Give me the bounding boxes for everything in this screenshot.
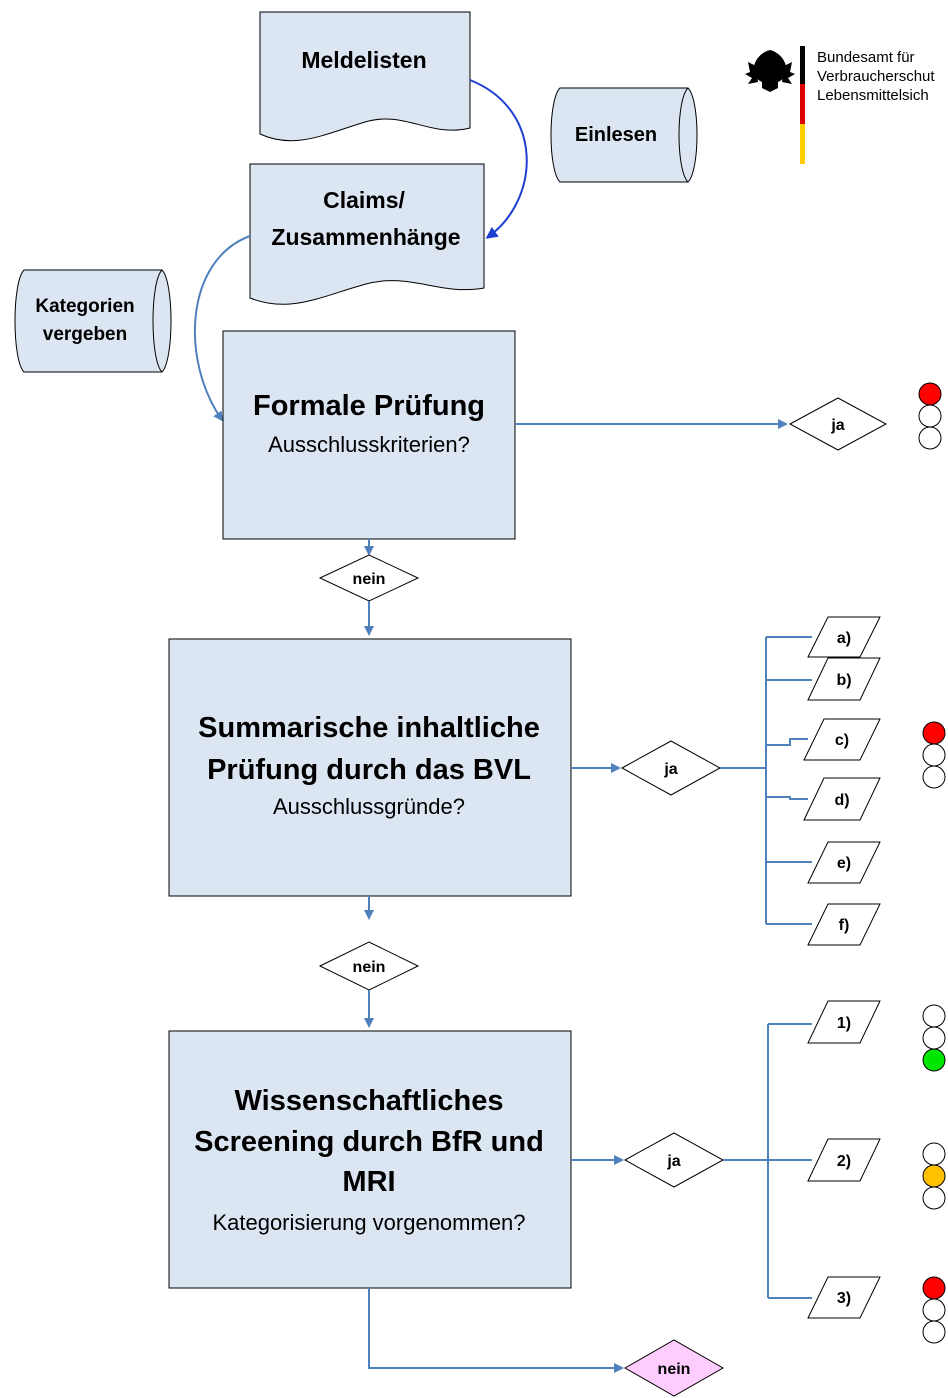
light-off	[922, 1142, 946, 1166]
box-formale-pruefung: Formale Prüfung Ausschlusskriterien?	[222, 330, 516, 540]
light-off	[922, 1004, 946, 1028]
decision-ja-wissenschaft: ja	[623, 1132, 725, 1188]
category-label: 3)	[837, 1290, 851, 1307]
claims-label-line2: Zusammenhänge	[271, 224, 460, 250]
decision-ja-label: ja	[666, 1153, 680, 1170]
light-off	[922, 765, 946, 789]
reason-c: c)	[803, 718, 881, 761]
document-claims: Claims/ Zusammenhänge	[249, 163, 485, 305]
light-off	[922, 1026, 946, 1050]
process-kategorien: Kategorien vergeben	[14, 269, 172, 373]
decision-ja-label: ja	[830, 417, 844, 434]
reason-label: f)	[839, 917, 850, 934]
decision-ja-formal: ja	[788, 397, 888, 451]
logo-text-line1: Bundesamt für	[817, 49, 915, 66]
kategorien-label-line1: Kategorien	[35, 296, 134, 317]
arrow-claims-to-formal	[193, 235, 251, 422]
traffic-light-category-1	[922, 1004, 946, 1072]
decision-nein-1: nein	[318, 554, 420, 602]
category-3: 3)	[807, 1276, 881, 1319]
reason-f: f)	[807, 903, 881, 946]
wissenschaft-question: Kategorisierung vorgenommen?	[212, 1210, 525, 1235]
summarisch-question: Ausschlussgründe?	[273, 794, 465, 819]
wissenschaft-title-line2: Screening durch BfR und	[194, 1126, 544, 1158]
traffic-light-category-2	[922, 1142, 946, 1210]
light-off	[918, 426, 942, 450]
decision-nein-label: nein	[353, 571, 386, 588]
decision-nein-final: nein	[623, 1339, 725, 1397]
traffic-light-summarisch	[922, 721, 946, 789]
flag-stripe-gold	[800, 124, 805, 164]
kategorien-label-line2: vergeben	[43, 324, 127, 345]
category-label: 2)	[837, 1153, 851, 1170]
einlesen-label: Einlesen	[575, 124, 657, 146]
light-amber	[922, 1164, 946, 1188]
reason-d: d)	[803, 777, 881, 821]
flag-stripe-red	[800, 84, 805, 124]
light-off	[922, 743, 946, 767]
reason-label: a)	[837, 630, 851, 647]
formal-title: Formale Prüfung	[253, 390, 485, 422]
decision-nein-2: nein	[318, 941, 420, 991]
reason-label: b)	[836, 672, 851, 689]
category-2: 2)	[807, 1138, 881, 1182]
light-red	[918, 382, 942, 406]
box-summarische-pruefung: Summarische inhaltliche Prüfung durch da…	[168, 638, 572, 897]
reason-a: a)	[807, 616, 881, 658]
decision-ja-summarisch: ja	[620, 740, 722, 796]
traffic-light-category-3	[922, 1276, 946, 1344]
eagle-icon	[745, 50, 795, 92]
light-red	[922, 721, 946, 745]
summarisch-title-line2: Prüfung durch das BVL	[207, 754, 531, 786]
light-off	[922, 1298, 946, 1322]
formal-question: Ausschlusskriterien?	[268, 432, 470, 457]
category-1: 1)	[807, 1000, 881, 1044]
reason-b: b)	[807, 657, 881, 701]
reason-label: d)	[834, 792, 849, 809]
reason-label: e)	[837, 855, 851, 872]
decision-nein-label: nein	[353, 959, 386, 976]
traffic-lights	[918, 382, 946, 1344]
box-wissenschaftliches-screening: Wissenschaftliches Screening durch BfR u…	[168, 1030, 572, 1289]
light-green	[922, 1048, 946, 1072]
light-off	[918, 404, 942, 428]
logo-text-line3: Lebensmittelsich	[817, 87, 929, 104]
logo-text-line2: Verbraucherschut	[817, 68, 935, 85]
category-label: 1)	[837, 1015, 851, 1032]
decision-ja-label: ja	[663, 761, 677, 778]
process-einlesen: Einlesen	[550, 87, 698, 183]
light-off	[922, 1186, 946, 1210]
light-off	[922, 1320, 946, 1344]
reason-label: c)	[835, 732, 849, 749]
bvl-logo: Bundesamt für Verbraucherschut Lebensmit…	[745, 46, 935, 164]
arrow-meldelisten-to-claims	[469, 79, 528, 239]
reason-e: e)	[807, 841, 881, 884]
wissenschaft-title-line1: Wissenschaftliches	[235, 1085, 504, 1117]
category-branches	[723, 1023, 812, 1299]
traffic-light-formal	[918, 382, 942, 450]
reason-branches	[720, 636, 812, 925]
wissenschaft-title-line3: MRI	[342, 1166, 395, 1198]
decision-nein-label: nein	[658, 1361, 691, 1378]
meldelisten-label: Meldelisten	[301, 47, 426, 73]
claims-label-line1: Claims/	[323, 187, 405, 213]
flag-stripe-black	[800, 46, 805, 84]
light-red	[922, 1276, 946, 1300]
arrow-wissenschaft-to-nein	[368, 1288, 624, 1373]
document-meldelisten: Meldelisten	[259, 11, 471, 142]
summarisch-title-line1: Summarische inhaltliche	[198, 712, 540, 744]
